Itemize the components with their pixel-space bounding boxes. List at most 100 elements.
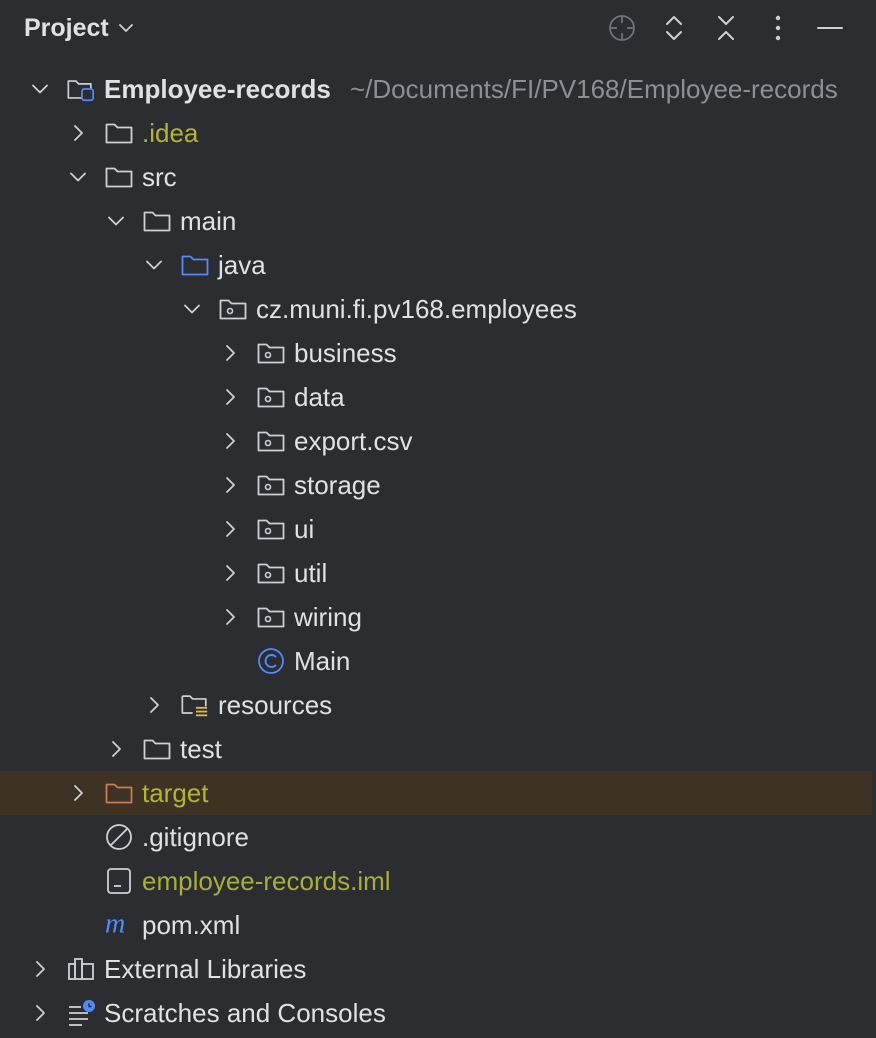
- collapse-all-button[interactable]: [708, 10, 744, 46]
- tree-node-subpackage[interactable]: wiring: [0, 595, 876, 639]
- options-button[interactable]: [760, 10, 796, 46]
- package-icon: [256, 560, 286, 586]
- ignore-file-icon: [104, 824, 134, 850]
- locate-button[interactable]: [604, 10, 640, 46]
- maven-icon: m: [104, 910, 134, 940]
- tree-node-label: resources: [218, 690, 333, 720]
- tree-node-label: src: [142, 162, 177, 192]
- tree-node-label: main: [180, 206, 237, 236]
- chevron-right-icon[interactable]: [68, 783, 88, 803]
- package-icon: [256, 516, 286, 542]
- chevron-down-icon[interactable]: [144, 255, 164, 275]
- tree-node-label: cz.muni.fi.pv168.employees: [256, 294, 577, 324]
- scratches-icon: [66, 1000, 96, 1026]
- tree-node-src[interactable]: src: [0, 155, 876, 199]
- tree-node-target[interactable]: target: [0, 771, 872, 815]
- chevron-right-icon[interactable]: [220, 343, 240, 363]
- chevron-right-icon[interactable]: [106, 739, 126, 759]
- chevron-right-icon[interactable]: [220, 387, 240, 407]
- chevron-down-icon[interactable]: [182, 299, 202, 319]
- java-class-icon: [256, 648, 286, 674]
- folder-icon: [104, 164, 134, 190]
- tree-node-external-libraries[interactable]: External Libraries: [0, 947, 876, 991]
- tree-node-label: business: [294, 338, 397, 368]
- tree-node-label: Employee-records: [104, 74, 331, 104]
- tree-node-subpackage[interactable]: util: [0, 551, 876, 595]
- tree-node-iml[interactable]: employee-records.iml: [0, 859, 876, 903]
- minimize-icon: [816, 13, 844, 43]
- tree-node-test[interactable]: test: [0, 727, 876, 771]
- chevron-right-icon[interactable]: [30, 1003, 50, 1023]
- tool-window-header: Project: [0, 0, 876, 56]
- package-icon: [256, 604, 286, 630]
- view-selector[interactable]: Project: [24, 12, 135, 44]
- hide-button[interactable]: [812, 10, 848, 46]
- tree-node-label: target: [142, 778, 209, 808]
- tree-node-label: External Libraries: [104, 954, 307, 984]
- tree-node-label: storage: [294, 470, 381, 500]
- tree-node-label: .idea: [142, 118, 199, 148]
- module-file-icon: [104, 868, 134, 894]
- tree-node-gitignore[interactable]: .gitignore: [0, 815, 876, 859]
- tree-node-java[interactable]: java: [0, 243, 876, 287]
- tree-node-main[interactable]: main: [0, 199, 876, 243]
- tree-node-subpackage[interactable]: export.csv: [0, 419, 876, 463]
- chevron-right-icon[interactable]: [220, 607, 240, 627]
- chevron-right-icon[interactable]: [220, 519, 240, 539]
- tree-node-subpackage[interactable]: business: [0, 331, 876, 375]
- package-icon: [218, 296, 248, 322]
- package-icon: [256, 340, 286, 366]
- resources-folder-icon: [180, 692, 210, 718]
- library-icon: [66, 956, 96, 982]
- expand-all-button[interactable]: [656, 10, 692, 46]
- tree-node-subpackage[interactable]: storage: [0, 463, 876, 507]
- chevron-down-icon: [117, 19, 135, 37]
- svg-text:m: m: [105, 910, 125, 940]
- chevron-right-icon[interactable]: [68, 123, 88, 143]
- tree-node-root[interactable]: Employee-records ~/Documents/FI/PV168/Em…: [0, 67, 876, 111]
- tree-node-label: Scratches and Consoles: [104, 998, 386, 1028]
- chevron-down-icon[interactable]: [68, 167, 88, 187]
- tree-node-subpackage[interactable]: ui: [0, 507, 876, 551]
- chevron-right-icon[interactable]: [220, 563, 240, 583]
- chevron-right-icon[interactable]: [144, 695, 164, 715]
- excluded-folder-icon: [104, 780, 134, 806]
- tree-node-label: ui: [294, 514, 315, 544]
- tree-node-main-class[interactable]: Main: [0, 639, 876, 683]
- collapse-all-icon: [714, 13, 738, 43]
- tree-node-label: .gitignore: [142, 822, 249, 852]
- chevron-right-icon[interactable]: [220, 431, 240, 451]
- tool-window-title: Project: [24, 13, 109, 42]
- expand-all-icon: [662, 13, 686, 43]
- chevron-right-icon[interactable]: [220, 475, 240, 495]
- source-folder-icon: [180, 252, 210, 278]
- tree-node-label: java: [218, 250, 266, 280]
- tree-node-resources[interactable]: resources: [0, 683, 876, 727]
- crosshair-icon: [607, 13, 637, 43]
- tree-node-pom[interactable]: m pom.xml: [0, 903, 876, 947]
- folder-icon: [104, 120, 134, 146]
- more-vertical-icon: [773, 13, 783, 43]
- folder-icon: [142, 736, 172, 762]
- module-folder-icon: [66, 76, 96, 102]
- tree-node-label: Main: [294, 646, 351, 676]
- chevron-down-icon[interactable]: [106, 211, 126, 231]
- tree-node-label: test: [180, 734, 222, 764]
- tree-node-label: pom.xml: [142, 910, 241, 940]
- package-icon: [256, 428, 286, 454]
- folder-icon: [142, 208, 172, 234]
- tree-node-label: util: [294, 558, 328, 588]
- chevron-down-icon[interactable]: [30, 79, 50, 99]
- chevron-right-icon[interactable]: [30, 959, 50, 979]
- tree-node-subpackage[interactable]: data: [0, 375, 876, 419]
- tree-node-label: export.csv: [294, 426, 413, 456]
- tree-node-scratches[interactable]: Scratches and Consoles: [0, 991, 876, 1035]
- package-icon: [256, 384, 286, 410]
- tree-node-label: wiring: [294, 602, 362, 632]
- tree-node-path: ~/Documents/FI/PV168/Employee-records: [350, 74, 838, 104]
- tree-node-idea[interactable]: .idea: [0, 111, 876, 155]
- tree-node-label: data: [294, 382, 345, 412]
- project-tree: Employee-records ~/Documents/FI/PV168/Em…: [0, 67, 876, 1035]
- tree-node-package[interactable]: cz.muni.fi.pv168.employees: [0, 287, 876, 331]
